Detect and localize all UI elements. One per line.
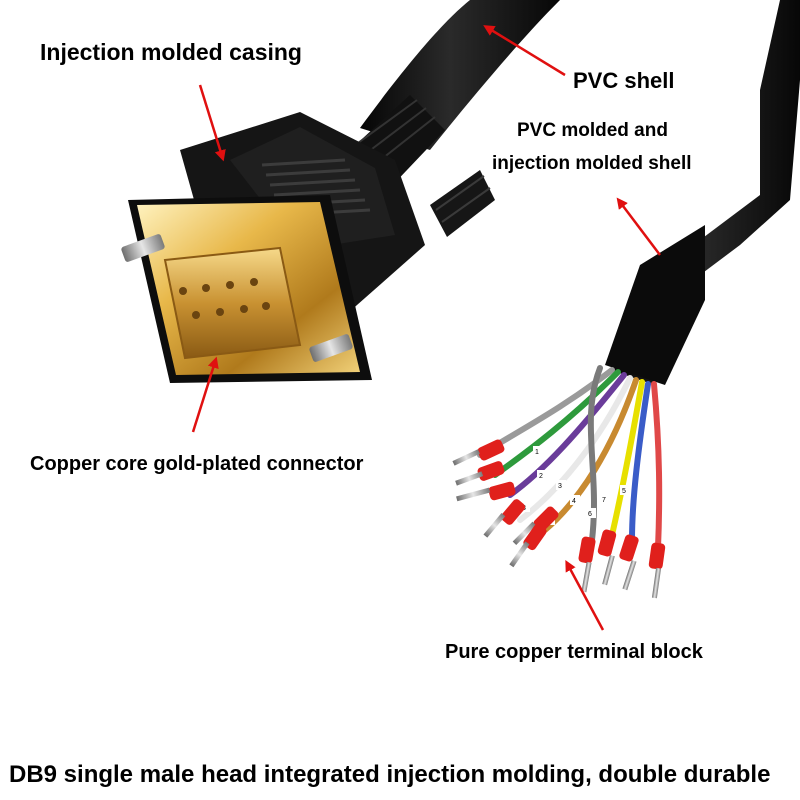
screw-post-right: [309, 334, 353, 362]
gold-plate: [128, 195, 372, 383]
arrow-molded-shell: [616, 197, 661, 256]
wire-tag-4: 4: [572, 498, 576, 505]
ferrule-2: [455, 461, 505, 486]
wire-tags: 1 2 3 4 5 6 7 8 9: [520, 446, 630, 525]
wire-tag-2: 2: [539, 473, 543, 480]
ferrule-8: [597, 529, 617, 586]
label-molded-shell-line2: injection molded shell: [492, 153, 692, 174]
wire-2: [492, 369, 621, 478]
wire-3: [507, 372, 627, 498]
ferrule-1: [452, 439, 505, 466]
connector-pins: [179, 278, 270, 319]
wire-tag-3: 3: [558, 483, 562, 490]
label-injection-molded-casing: Injection molded casing: [40, 39, 302, 65]
arrow-pvc-shell: [483, 25, 566, 77]
ferrule-9: [619, 534, 639, 591]
label-pvc-shell: PVC shell: [573, 68, 675, 93]
thumbscrew: [430, 170, 495, 237]
wire-4: [517, 375, 633, 523]
housing-ribs: [261, 158, 371, 217]
arrow-connector: [191, 356, 219, 433]
ferrule-7: [578, 536, 596, 593]
ferrules: [452, 439, 666, 599]
wire-tag-6: 6: [588, 511, 592, 518]
label-molded-shell-line1: PVC molded and: [517, 120, 668, 141]
cable-right: [605, 0, 800, 385]
wire-8: [651, 381, 663, 551]
wire-7: [629, 381, 651, 543]
ferrule-10: [648, 542, 666, 599]
wire-tag-1: 1: [535, 449, 539, 456]
label-gold-plated-connector: Copper core gold-plated connector: [30, 453, 364, 475]
ferrule-3: [456, 481, 516, 502]
arrow-casing: [198, 84, 226, 162]
wire-6: [609, 379, 645, 538]
screw-post-left: [121, 234, 165, 262]
arrow-terminal: [565, 560, 605, 631]
ferrule-4: [483, 499, 526, 538]
label-terminal-block: Pure copper terminal block: [445, 641, 703, 663]
ferrule-6: [509, 523, 547, 568]
wire-tag-7: 7: [602, 497, 606, 504]
wire-tag-5: 5: [622, 488, 626, 495]
footer-caption: DB9 single male head integrated injectio…: [9, 761, 771, 788]
annotation-arrows: [191, 25, 661, 631]
wire-bundle: [477, 365, 663, 551]
